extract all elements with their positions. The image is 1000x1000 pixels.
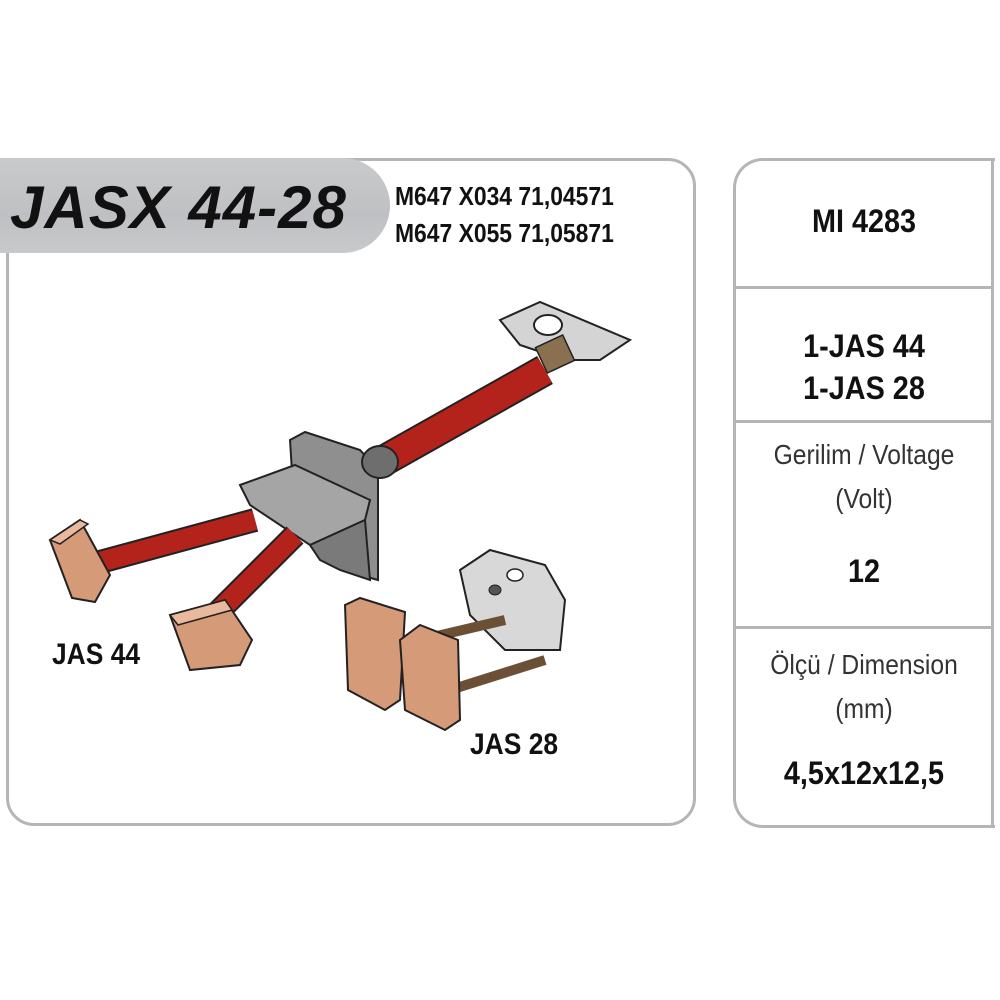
brush-icon — [398, 623, 462, 732]
dimension-unit: (mm) — [835, 693, 893, 724]
spec-table-divider — [991, 158, 994, 828]
voltage-cell: Gerilim / Voltage (Volt) 12 — [736, 423, 992, 629]
brush-icon — [48, 518, 112, 604]
component-item: 1-JAS 28 — [803, 370, 925, 406]
components-cell: 1-JAS 44 1-JAS 28 — [736, 289, 992, 423]
terminal-plate-icon — [498, 300, 633, 375]
dimension-label: Ölçü / Dimension — [770, 649, 958, 680]
dimension-value: 4,5x12x12,5 — [783, 755, 945, 791]
voltage-label: Gerilim / Voltage — [773, 439, 955, 470]
spec-table: MI 4283 1-JAS 44 1-JAS 28 Gerilim / Volt… — [733, 158, 995, 828]
voltage-unit: (Volt) — [835, 483, 893, 514]
part-number: MI 4283 — [811, 203, 917, 239]
model-title: JASX 44-28 — [10, 174, 347, 241]
diagram-label-jas28: JAS 28 — [470, 728, 559, 761]
part-number-cell: MI 4283 — [736, 161, 992, 289]
brush-icon — [168, 598, 254, 672]
brush-holder-icon — [458, 548, 567, 651]
dimension-cell: Ölçü / Dimension (mm) 4,5x12x12,5 — [736, 629, 992, 825]
component-item: 1-JAS 44 — [803, 328, 925, 364]
oem-code: M647 X034 71,04571 — [395, 181, 614, 211]
brush-icon — [343, 596, 407, 712]
diagram-label-jas44: JAS 44 — [52, 638, 141, 671]
oem-codes: M647 X034 71,04571 M647 X055 71,05871 — [395, 178, 659, 252]
model-title-pill — [0, 158, 390, 253]
oem-code: M647 X055 71,05871 — [395, 218, 614, 248]
brush-assembly-illustration — [48, 300, 633, 732]
voltage-value: 12 — [847, 553, 881, 589]
